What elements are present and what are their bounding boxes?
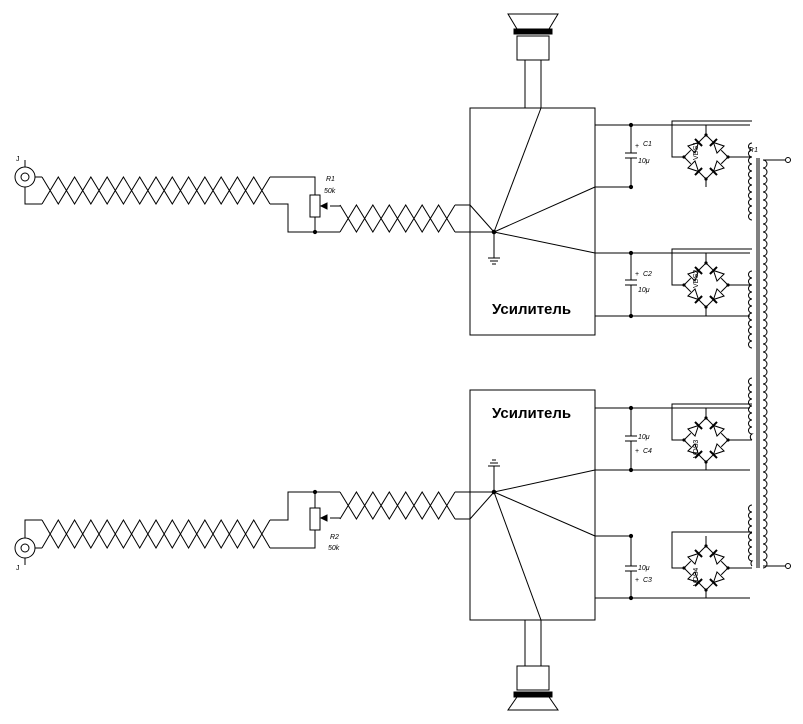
c2-ref: C2 <box>643 271 652 278</box>
c1-value: 10μ <box>638 158 650 165</box>
capacitor-c1: + C1 10μ <box>625 122 652 190</box>
diode-bar <box>694 266 703 275</box>
diode-icon <box>712 424 725 437</box>
diode-bar <box>709 295 718 304</box>
amplifier-block-1: Усилитель <box>469 107 596 336</box>
tr1-label: Tr1 <box>748 147 758 154</box>
vds3-label: VDS3 <box>693 440 700 458</box>
diode-bar <box>694 578 703 587</box>
diode-icon <box>712 288 725 301</box>
amplifier-1-label: Усилитель <box>492 301 571 318</box>
diode-icon <box>712 443 725 456</box>
diode-bar <box>709 578 718 587</box>
diode-icon <box>687 160 700 173</box>
r2-ref: R2 <box>330 534 339 541</box>
jack-2-label: J <box>16 565 20 572</box>
primary-terminal-bottom <box>785 563 791 569</box>
capacitor-c2: + C2 10μ <box>625 250 652 319</box>
diode-icon <box>712 141 725 154</box>
capacitor-c4: 10μ + C4 <box>625 405 652 473</box>
diode-icon <box>687 141 700 154</box>
amplifier-2-label: Усилитель <box>492 405 571 422</box>
potentiometer-r1: R1 50k <box>309 176 340 235</box>
diode-bridge-vds1 <box>671 120 752 187</box>
secondary-winding-2 <box>748 270 753 349</box>
vds4-label: VDS4 <box>693 568 700 586</box>
diode-bar <box>709 450 718 459</box>
diode-bar <box>694 421 703 430</box>
diode-icon <box>687 571 700 584</box>
diode-bridge-vds3 <box>671 403 752 470</box>
secondary-winding-4 <box>748 504 754 567</box>
jack-1-label: J <box>16 156 20 163</box>
diode-icon <box>712 269 725 282</box>
diode-icon <box>687 269 700 282</box>
diode-icon <box>712 552 725 565</box>
diode-bridge-vds4 <box>671 531 752 598</box>
diode-bar <box>694 167 703 176</box>
c4-value: 10μ <box>638 434 650 441</box>
diode-bar <box>694 295 703 304</box>
diode-bridge-vds2 <box>671 248 752 316</box>
speaker-1 <box>507 13 559 108</box>
diode-bar <box>694 138 703 147</box>
c3-plus: + <box>635 577 639 584</box>
jack-2: J <box>14 519 42 572</box>
vds2-label: VDS2 <box>693 270 700 288</box>
jack-1: J <box>14 156 42 205</box>
twisted-cable-2a <box>41 519 271 549</box>
speaker-2 <box>507 620 559 711</box>
diode-bar <box>694 549 703 558</box>
secondary-winding-1 <box>748 142 753 221</box>
vds1-label: VDS1 <box>693 142 700 160</box>
channel-2: J R2 50k Усилитель <box>14 389 752 711</box>
r1-ref: R1 <box>326 176 335 183</box>
diode-bar <box>709 549 718 558</box>
c2-value: 10μ <box>638 287 650 294</box>
ac-lead <box>671 531 752 569</box>
diode-icon <box>712 571 725 584</box>
twisted-cable-1a <box>41 176 271 205</box>
amplifier-block-2: Усилитель <box>469 389 596 621</box>
diode-bar <box>694 450 703 459</box>
c4-plus: + <box>635 448 639 455</box>
ac-lead <box>671 120 752 158</box>
ac-lead <box>671 403 752 441</box>
c2-plus: + <box>635 271 639 278</box>
diode-icon <box>687 424 700 437</box>
c3-ref: C3 <box>643 577 652 584</box>
c1-plus: + <box>635 143 639 150</box>
diode-icon <box>712 160 725 173</box>
c4-ref: C4 <box>643 448 652 455</box>
c3-value: 10μ <box>638 565 650 572</box>
channel-1: J R1 50k Усилитель <box>14 13 752 336</box>
diode-icon <box>687 443 700 456</box>
ac-lead <box>671 248 752 286</box>
primary-winding <box>762 159 768 569</box>
r2-value: 50k <box>328 545 340 552</box>
secondary-winding-3 <box>748 377 754 441</box>
capacitor-c3: 10μ + C3 <box>625 533 652 601</box>
diode-icon <box>687 288 700 301</box>
c1-ref: C1 <box>643 141 652 148</box>
potentiometer-r2: R2 50k <box>309 489 340 552</box>
twisted-cable-1b <box>339 204 456 233</box>
twisted-cable-2b <box>339 491 456 520</box>
diode-bar <box>709 167 718 176</box>
diode-bar <box>709 138 718 147</box>
transformer-tr1: Tr1 <box>748 142 791 569</box>
diode-bar <box>709 266 718 275</box>
r1-value: 50k <box>324 188 336 195</box>
primary-terminal-top <box>785 157 791 163</box>
diode-bar <box>709 421 718 430</box>
diode-icon <box>687 552 700 565</box>
